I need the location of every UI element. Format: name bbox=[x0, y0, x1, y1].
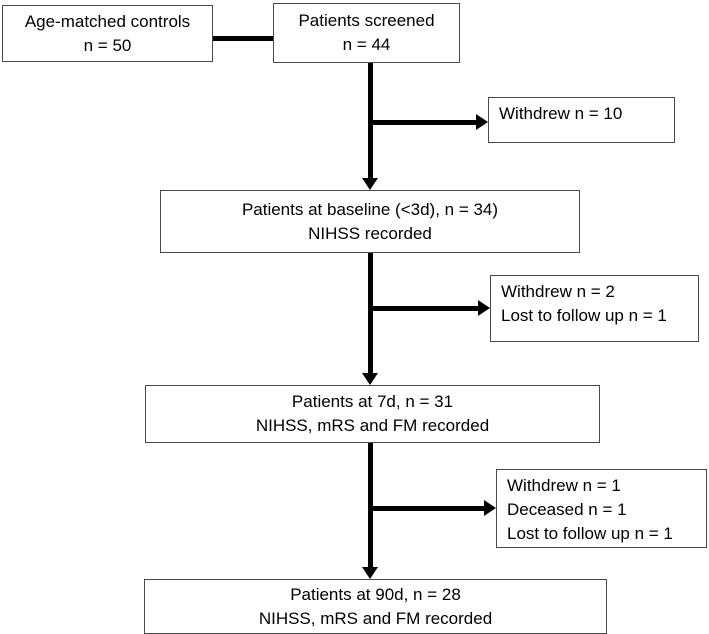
box-text-line: Age-matched controls bbox=[24, 11, 191, 31]
down-arrowhead bbox=[362, 178, 378, 190]
branch-arrow-to-withdrew-baseline bbox=[370, 306, 479, 311]
box-text-line: NIHSS recorded bbox=[308, 223, 432, 243]
right-arrowhead bbox=[484, 500, 496, 516]
box-withdrew-day7: Withdrew n = 1 Deceased n = 1 Lost to fo… bbox=[496, 469, 707, 548]
box-text-line: Patients at 90d, n = 28 bbox=[290, 584, 461, 604]
box-text-line: Withdrew n = 2 bbox=[501, 282, 615, 301]
box-age-matched-controls: Age-matched controls n = 50 bbox=[2, 5, 213, 62]
right-arrowhead bbox=[476, 114, 488, 130]
box-text-line: NIHSS, mRS and FM recorded bbox=[258, 608, 493, 628]
box-patients-baseline: Patients at baseline (<3d), n = 34) NIHS… bbox=[160, 190, 580, 253]
right-arrowhead bbox=[478, 300, 490, 316]
box-patients-day7: Patients at 7d, n = 31 NIHSS, mRS and FM… bbox=[145, 385, 600, 443]
box-text-line: Patients at 7d, n = 31 bbox=[291, 392, 454, 411]
box-patients-screened: Patients screened n = 44 bbox=[273, 3, 460, 63]
box-text-line: Deceased n = 1 bbox=[507, 500, 627, 519]
branch-arrow-to-withdrew-screening bbox=[370, 120, 477, 125]
arrow-day7-to-day90 bbox=[368, 442, 373, 567]
box-text-line: Withdrew n = 10 bbox=[499, 104, 623, 123]
box-text-line: Withdrew n = 1 bbox=[507, 476, 621, 495]
box-text-line: Lost to follow up n = 1 bbox=[501, 306, 667, 325]
box-text-line: Patients screened bbox=[298, 11, 435, 30]
box-patients-day90: Patients at 90d, n = 28 NIHSS, mRS and F… bbox=[144, 579, 607, 634]
arrow-baseline-to-day7 bbox=[368, 252, 373, 373]
arrow-screened-to-baseline bbox=[368, 61, 373, 178]
box-text-line: Lost to follow up n = 1 bbox=[507, 524, 673, 543]
box-text-line: n = 44 bbox=[342, 35, 391, 54]
down-arrowhead bbox=[362, 373, 378, 385]
box-withdrew-baseline: Withdrew n = 2 Lost to follow up n = 1 bbox=[490, 275, 699, 342]
connector-controls-screened bbox=[212, 36, 274, 41]
branch-arrow-to-withdrew-day7 bbox=[370, 506, 485, 511]
box-withdrew-screening: Withdrew n = 10 bbox=[488, 97, 675, 143]
box-text-line: n = 50 bbox=[83, 35, 132, 55]
box-text-line: NIHSS, mRS and FM recorded bbox=[255, 416, 490, 435]
down-arrowhead bbox=[362, 567, 378, 579]
box-text-line: Patients at baseline (<3d), n = 34) bbox=[241, 199, 499, 219]
